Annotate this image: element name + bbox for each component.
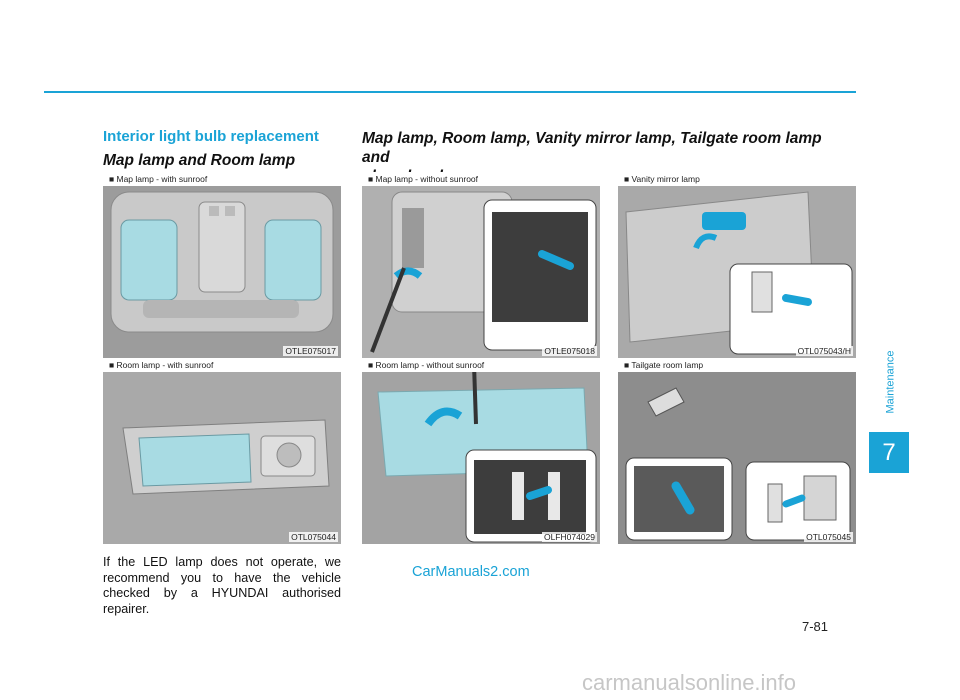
top-rule (44, 91, 856, 93)
room-lamp-sunroof-illustration (103, 358, 341, 544)
figure-caption: ■ Room lamp - without sunroof (362, 358, 600, 372)
tailgate-room-lamp-illustration (618, 358, 856, 544)
watermark-link[interactable]: CarManuals2.com (412, 564, 530, 580)
vanity-mirror-lamp-illustration (618, 172, 856, 358)
map-lamp-no-sunroof-illustration (362, 172, 600, 358)
figure-code: OTL075045 (804, 532, 853, 542)
page-number: 7-81 (802, 619, 829, 634)
map-lamp-sunroof-illustration (103, 172, 341, 358)
room-lamp-no-sunroof-illustration (362, 358, 600, 544)
chapter-number-badge: 7 (869, 432, 909, 473)
side-tab-label: Maintenance (872, 342, 908, 422)
footer-watermark: carmanualsonline.info (582, 670, 797, 695)
section-title: Interior light bulb replacement (103, 128, 319, 145)
figure-code: OLFH074029 (541, 532, 597, 542)
figure-caption: ■ Room lamp - with sunroof (103, 358, 341, 372)
figure-caption: ■ Map lamp - without sunroof (362, 172, 600, 186)
figure-code: OTLE075017 (283, 346, 338, 356)
side-tab-text: Maintenance (884, 350, 896, 414)
figure-map-lamp-no-sunroof: ■ Map lamp - without sunroof OTLE075018 (362, 172, 600, 358)
figure-code: OTL075043/H (795, 346, 853, 356)
right-subtitle-line1: Map lamp, Room lamp, Vanity mirror lamp,… (362, 130, 822, 166)
figure-room-lamp-sunroof: ■ Room lamp - with sunroof OTL075044 (103, 358, 341, 544)
figure-code: OTLE075018 (542, 346, 597, 356)
figure-code: OTL075044 (289, 532, 338, 542)
figure-caption: ■ Map lamp - with sunroof (103, 172, 341, 186)
figure-tailgate-room-lamp: ■ Tailgate room lamp OTL075045 (618, 358, 856, 544)
figure-caption: ■ Tailgate room lamp (618, 358, 856, 372)
left-subtitle: Map lamp and Room lamp (103, 152, 296, 169)
figure-caption: ■ Vanity mirror lamp (618, 172, 856, 186)
figure-map-lamp-sunroof: ■ Map lamp - with sunroof OTLE075017 (103, 172, 341, 358)
figure-vanity-mirror-lamp: ■ Vanity mirror lamp OTL075043/H (618, 172, 856, 358)
figure-room-lamp-no-sunroof: ■ Room lamp - without sunroof OLFH074029 (362, 358, 600, 544)
body-text: If the LED lamp does not operate, we rec… (103, 555, 341, 616)
